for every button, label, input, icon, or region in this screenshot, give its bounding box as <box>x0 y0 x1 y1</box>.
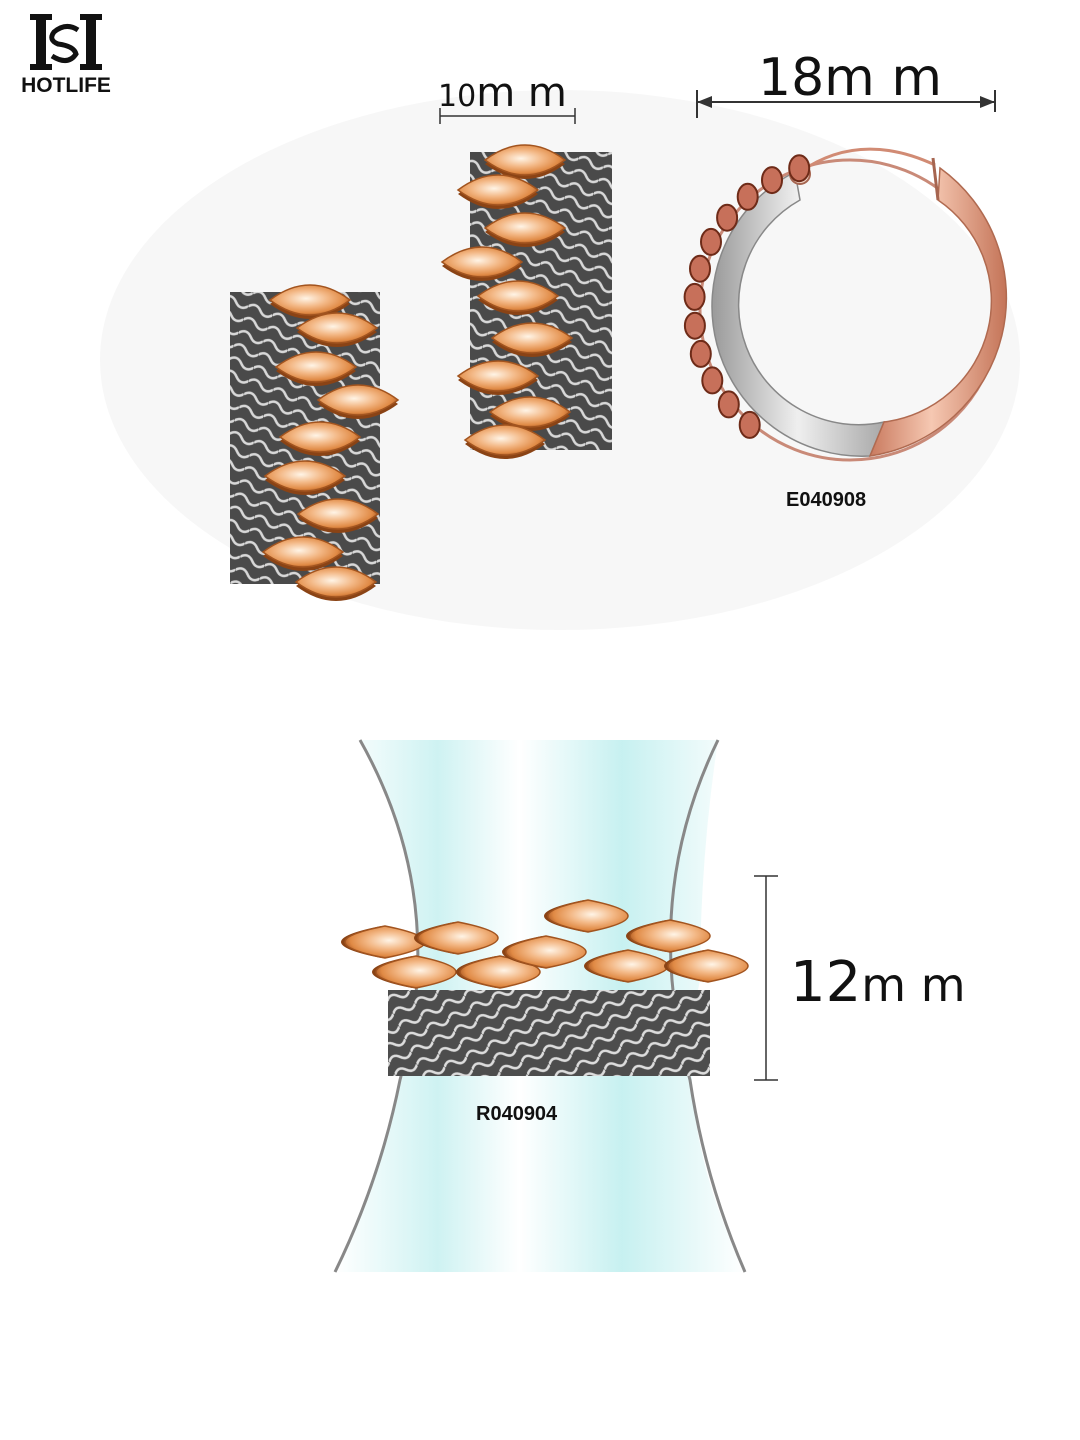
stud-right-stone <box>456 360 540 395</box>
hoop-bead <box>701 366 724 395</box>
hoop-bead <box>700 227 722 256</box>
dimension-line-12mm <box>754 875 778 1081</box>
ring-product-code: R040904 <box>476 1103 558 1125</box>
stud-right-stone <box>440 246 524 281</box>
ring-height-label: 12m m <box>790 950 966 1015</box>
ring-stones <box>341 899 749 989</box>
hoop-rose-section <box>868 166 1008 457</box>
ring-stone <box>414 921 499 955</box>
dimension-line-10mm <box>439 108 576 124</box>
stud-earring-right <box>440 144 612 459</box>
hoop-bead <box>716 203 739 232</box>
stud-right-stone <box>476 280 560 315</box>
ring-stone <box>341 925 426 959</box>
ring-stone <box>372 955 457 989</box>
stud-width-label: 10m m <box>438 70 567 116</box>
stud-left-stone <box>294 566 378 601</box>
stud-earring-left <box>230 284 400 601</box>
hoop-bead <box>761 166 783 195</box>
stud-width-unit: m m <box>476 70 567 116</box>
hoop-bead <box>788 154 811 183</box>
ring-band <box>388 990 710 1076</box>
stud-width-number: 10 <box>438 79 477 114</box>
stud-left-stone <box>278 421 362 456</box>
ring-display <box>333 739 749 1273</box>
stud-left-stone <box>261 536 345 571</box>
hoop-bead <box>683 282 706 311</box>
stud-left-stone <box>268 284 352 319</box>
hoop-earring <box>683 147 1008 462</box>
ring-height-unit: m m <box>861 958 966 1012</box>
brand-logo: HOTLIFE <box>8 10 124 100</box>
hoop-beads <box>683 154 811 439</box>
stud-right-stone <box>490 322 574 357</box>
ring-stone <box>502 935 587 969</box>
hoop-bead <box>683 311 706 340</box>
logo-mark-icon <box>30 14 102 70</box>
stud-right-stone <box>456 174 540 209</box>
stud-left-stone <box>274 351 358 386</box>
hoop-width-label: 18m m <box>758 48 943 108</box>
stud-right-stone <box>483 144 567 179</box>
hoop-bead <box>738 410 761 439</box>
stud-right-stones <box>440 144 574 459</box>
ring-height-number: 12 <box>790 950 862 1015</box>
hoop-bead <box>736 182 759 211</box>
stud-right-stone <box>488 396 572 431</box>
ring-stone <box>456 955 541 989</box>
stud-right-stone <box>483 212 567 247</box>
stud-left-stone <box>316 384 400 419</box>
stud-left-stone <box>296 498 380 533</box>
hoop-bead <box>689 254 711 283</box>
ring-stone <box>664 949 749 983</box>
hoop-bead <box>717 390 740 419</box>
stud-left-stone <box>295 312 379 347</box>
stud-left-stones <box>261 284 400 601</box>
stud-right-stone <box>463 424 547 459</box>
ring-stone <box>544 899 629 933</box>
hoop-bead <box>689 339 712 368</box>
ring-stone <box>626 919 711 953</box>
dimension-line-18mm <box>696 90 996 118</box>
hoop-product-code: E040908 <box>786 489 867 511</box>
stud-left-stone <box>263 460 347 495</box>
ring-stone <box>584 949 669 983</box>
brand-name: HOTLIFE <box>21 74 111 97</box>
